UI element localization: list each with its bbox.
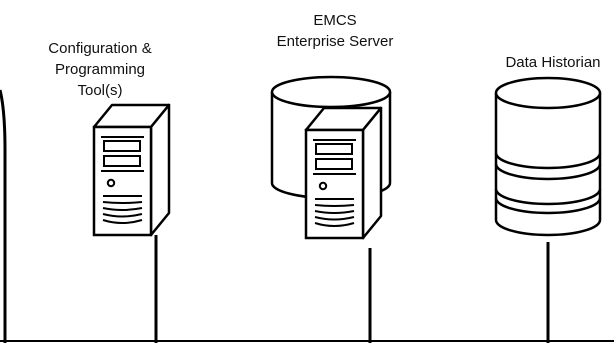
enterprise-server-label-line-1: EMCS — [313, 12, 357, 29]
config-tool-server-icon — [92, 103, 171, 237]
enterprise-server-icon — [304, 106, 383, 240]
data-historian-database-icon — [494, 76, 602, 237]
config-tool-label-line-2: Programming — [54, 61, 146, 78]
enterprise-server-label: EMCS Enterprise Server — [250, 10, 420, 52]
config-tool-label-line-1: Configuration & — [48, 40, 152, 57]
config-tool-label: Configuration & Programming Tool(s) — [20, 38, 180, 101]
network-boundary-edge — [0, 89, 7, 343]
enterprise-server-label-line-2: Enterprise Server — [276, 33, 394, 50]
config-tool-label-line-3: Tool(s) — [77, 82, 123, 99]
data-historian-label-line-1: Data Historian — [505, 54, 601, 71]
data-historian-label: Data Historian — [478, 52, 614, 73]
